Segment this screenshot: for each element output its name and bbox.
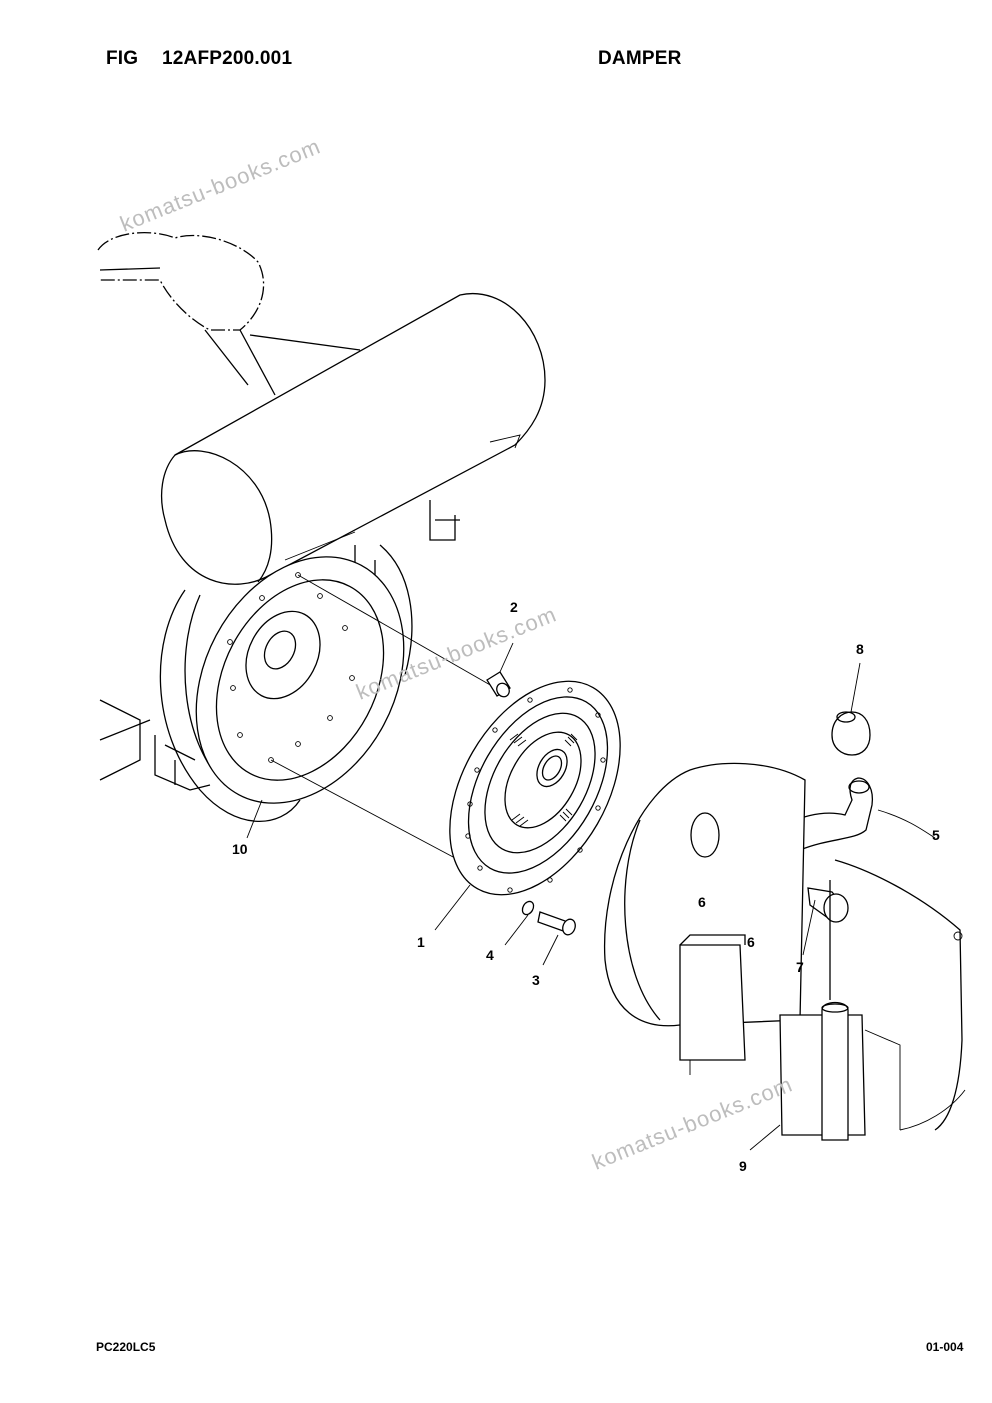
callout-10: 10 (232, 841, 248, 857)
washer-part-4 (504, 900, 535, 946)
page-number: 01-004 (926, 1340, 964, 1354)
callout-2: 2 (510, 599, 518, 615)
bolt-part-3 (537, 911, 576, 966)
callout-6b: 6 (747, 934, 755, 950)
figure-code: 12AFP200.001 (162, 48, 293, 69)
dowel-pin-part-2 (486, 642, 514, 698)
figure-label: FIG (106, 48, 139, 69)
callout-9: 9 (739, 1158, 747, 1174)
callout-3: 3 (532, 972, 540, 988)
callout-4: 4 (486, 947, 494, 963)
callout-5: 5 (932, 827, 940, 843)
engine-assembly-drawing (97, 232, 546, 859)
model-code: PC220LC5 (96, 1340, 156, 1354)
cap-part-8 (831, 662, 871, 756)
callout-8: 8 (856, 641, 864, 657)
page-title: DAMPER (598, 48, 682, 69)
damper-disc-part-1 (434, 680, 621, 931)
watermark-1: komatsu-books.com (117, 133, 325, 236)
watermark-3: komatsu-books.com (589, 1071, 797, 1174)
callout-1: 1 (417, 934, 425, 950)
pump-housing-drawing (603, 762, 966, 1151)
callout-labels: 1 2 3 4 5 6 6 7 8 9 10 (232, 599, 940, 1174)
callout-6a: 6 (698, 894, 706, 910)
plug-part-7 (802, 887, 849, 956)
callout-7: 7 (796, 959, 804, 975)
